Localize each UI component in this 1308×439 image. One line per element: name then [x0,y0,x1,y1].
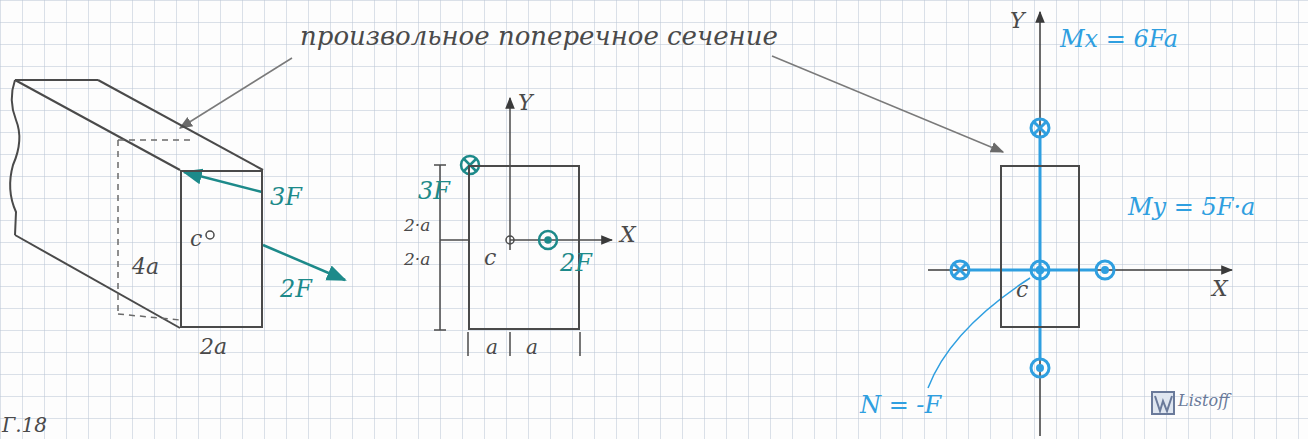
section-axes [928,12,1232,436]
force-symbols [461,156,557,249]
centroid-label: c [190,226,202,251]
centroid-mark [206,231,214,239]
force-arrow [184,172,262,192]
centroid-label: c [1016,277,1028,302]
cross-section: c [1000,165,1080,328]
leader-arrow [180,58,292,128]
sketch-label: 2·a [404,250,430,270]
centroid-label: c [484,245,496,270]
sketch-label: Mx = 6Fa [1060,26,1178,54]
sketch-label: 2F [280,276,312,304]
sketch-label: a [486,336,498,359]
sketch-label: a [526,336,538,359]
sketch-label: My = 5F·a [1128,194,1255,222]
sketch-label: 2F [560,250,592,278]
sketch-label: X [620,222,636,247]
cross-section: c [468,165,580,330]
section-axes [434,98,612,356]
sketch-label: N = -F [860,392,941,420]
sketch-label: Y [1010,8,1025,33]
watermark-logo [1152,392,1174,414]
sketch-label: 4a [132,254,159,279]
force-arrow [263,245,345,280]
sketch-label: Y [518,90,533,115]
moment-symbols [928,119,1114,388]
sketch-label: 2a [200,334,227,359]
sketch-label: произвольное поперечное сечение [300,22,778,52]
sketch-label: Г.18 [2,414,47,437]
beam-sketch [10,80,263,328]
cross-section: c [180,170,263,328]
sketch-label: Listoff [1178,392,1229,410]
sketch-label: 3F [418,178,450,206]
sketch-label: X [1212,276,1228,301]
sketch-label: 2·a [404,216,430,236]
sketch-label: 3F [270,184,302,212]
leader-arrow [772,56,1003,152]
